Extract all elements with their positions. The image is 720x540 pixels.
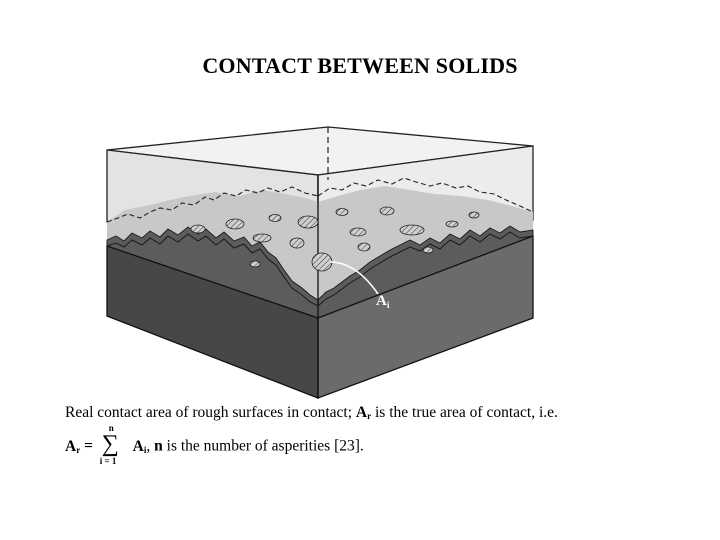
contact-spot <box>335 208 349 216</box>
contact-spot <box>445 220 459 228</box>
caption-line1-rest: is the true area of contact, i.e. <box>375 404 558 421</box>
sum-sign: ∑ <box>101 431 119 457</box>
ai-label-main: A <box>376 293 387 309</box>
interface-zone <box>107 186 533 300</box>
contact-spot <box>422 246 434 254</box>
lower-surface-edge-front <box>106 233 319 307</box>
sum-upper-limit: n <box>108 423 114 433</box>
contact-spot <box>399 224 425 236</box>
ar-symbol: Ar <box>355 404 372 421</box>
contact-spot <box>249 260 261 268</box>
contact-spot <box>468 211 480 219</box>
ai-label: Ai <box>376 293 390 310</box>
contact-spots <box>190 206 480 272</box>
contact-spot <box>357 242 371 252</box>
caption-line-1: Real contact area of rough surfaces in c… <box>65 404 558 422</box>
contact-diagram: Ai <box>106 126 534 399</box>
upper-surface-profile <box>106 186 319 223</box>
contact-spot <box>252 233 272 243</box>
contact-spot <box>289 237 305 249</box>
contact-spot <box>379 206 395 216</box>
contact-spot <box>190 224 206 234</box>
eq-equals: = <box>84 437 93 455</box>
contact-spot <box>297 215 319 229</box>
contact-spot <box>268 214 282 222</box>
contact-spot <box>311 252 333 272</box>
ai-leader-line <box>329 261 379 295</box>
slide-title: CONTACT BETWEEN SOLIDS <box>202 53 518 78</box>
contact-spot <box>225 218 245 230</box>
n-symbol: n <box>154 437 163 455</box>
caption-line-2: Ar = n ∑ i = 1 Ai, n is the number of as… <box>65 423 364 466</box>
contact-spot <box>349 227 367 237</box>
sum-lower-limit: i = 1 <box>99 456 117 466</box>
summation: n ∑ i = 1 <box>99 423 125 466</box>
eq-lhs: Ar <box>65 437 81 455</box>
ai-label-sub: i <box>387 300 390 310</box>
upper-surface-profile-side <box>317 177 534 213</box>
eq-term: Ai <box>132 437 147 455</box>
lower-surface-edge-side <box>317 231 534 307</box>
eq-separator: , <box>146 437 151 455</box>
caption-line2-rest: is the number of asperities [23]. <box>166 437 364 455</box>
caption-intro: Real contact area of rough surfaces in c… <box>65 404 353 421</box>
